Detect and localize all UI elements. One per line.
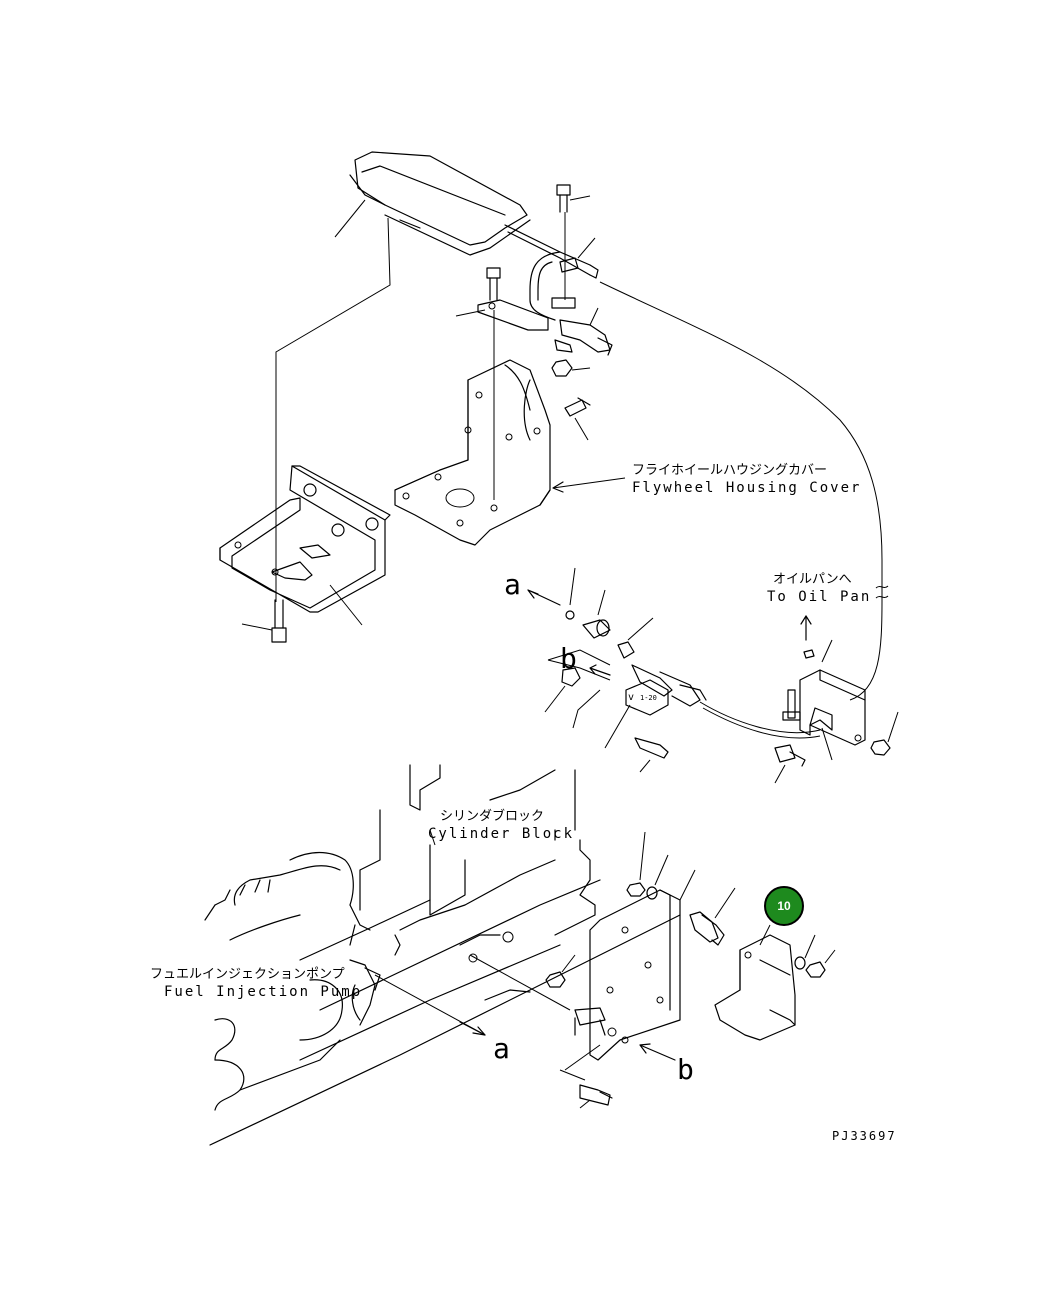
ref-b-arrow-bottom	[639, 1043, 676, 1061]
bolt-left	[241, 599, 287, 643]
flywheel-label-jp: フライホイールハウジングカバー	[632, 463, 827, 478]
bolt-bottom	[559, 1044, 613, 1109]
oilpan-label-jp: オイルパンへ	[773, 572, 852, 587]
ref-a-bottom-label: a	[493, 1032, 510, 1065]
cable-fittings	[565, 610, 821, 739]
ref-b-top-label: b	[560, 642, 577, 675]
mounting-plate	[219, 465, 391, 613]
bolt-clip	[634, 737, 669, 773]
cover-part	[714, 924, 796, 1041]
drawing-code: PJ33697	[832, 1129, 897, 1143]
nut-oilpan	[870, 711, 899, 756]
ref-b-bottom-label: b	[677, 1053, 694, 1086]
oilpan-bracket	[782, 615, 866, 746]
marker-number[interactable]: 10	[777, 899, 791, 913]
marker-circle[interactable]	[764, 886, 804, 926]
spacer	[689, 887, 736, 946]
bolt-top	[556, 184, 591, 300]
pump-bracket	[574, 869, 696, 1061]
control-cable	[504, 224, 591, 266]
bracket-plate	[477, 299, 549, 331]
ref-a-arrow-top	[527, 589, 561, 606]
control-box	[349, 151, 531, 256]
cable-tube	[529, 251, 561, 321]
flywheel-label-en: Flywheel Housing Cover	[632, 480, 861, 496]
cable-clamp	[551, 297, 613, 356]
bolt-mid	[486, 267, 501, 500]
svg-text:v: v	[628, 692, 634, 703]
cable-clip: v 1-20	[604, 679, 669, 749]
bolt-oilpan	[774, 744, 806, 784]
cylinder-block	[204, 764, 596, 961]
oilpan-label-en: To Oil Pan	[767, 589, 871, 605]
ref-a-top-label: a	[504, 568, 521, 601]
callout-marker-10[interactable]: 10	[764, 886, 804, 926]
engine-body	[209, 879, 681, 1146]
fuelpump-label-jp: フュエルインジェクションポンプ	[150, 967, 345, 982]
flywheel-housing-bracket	[394, 359, 551, 546]
cylinder-label-en: Cylinder Block	[428, 826, 574, 842]
cylinder-label-jp: シリンダブロック	[440, 808, 544, 824]
nut-1	[551, 359, 591, 377]
fuelpump-label-en: Fuel Injection Pump	[164, 984, 362, 1000]
ref-b-bracket	[544, 649, 611, 729]
svg-text:1-20: 1-20	[640, 694, 657, 702]
leader-long	[275, 217, 391, 602]
washers-cover	[794, 934, 836, 978]
bolt-small	[564, 397, 591, 441]
nuts-pump	[545, 831, 669, 988]
drain-hose	[599, 281, 883, 701]
